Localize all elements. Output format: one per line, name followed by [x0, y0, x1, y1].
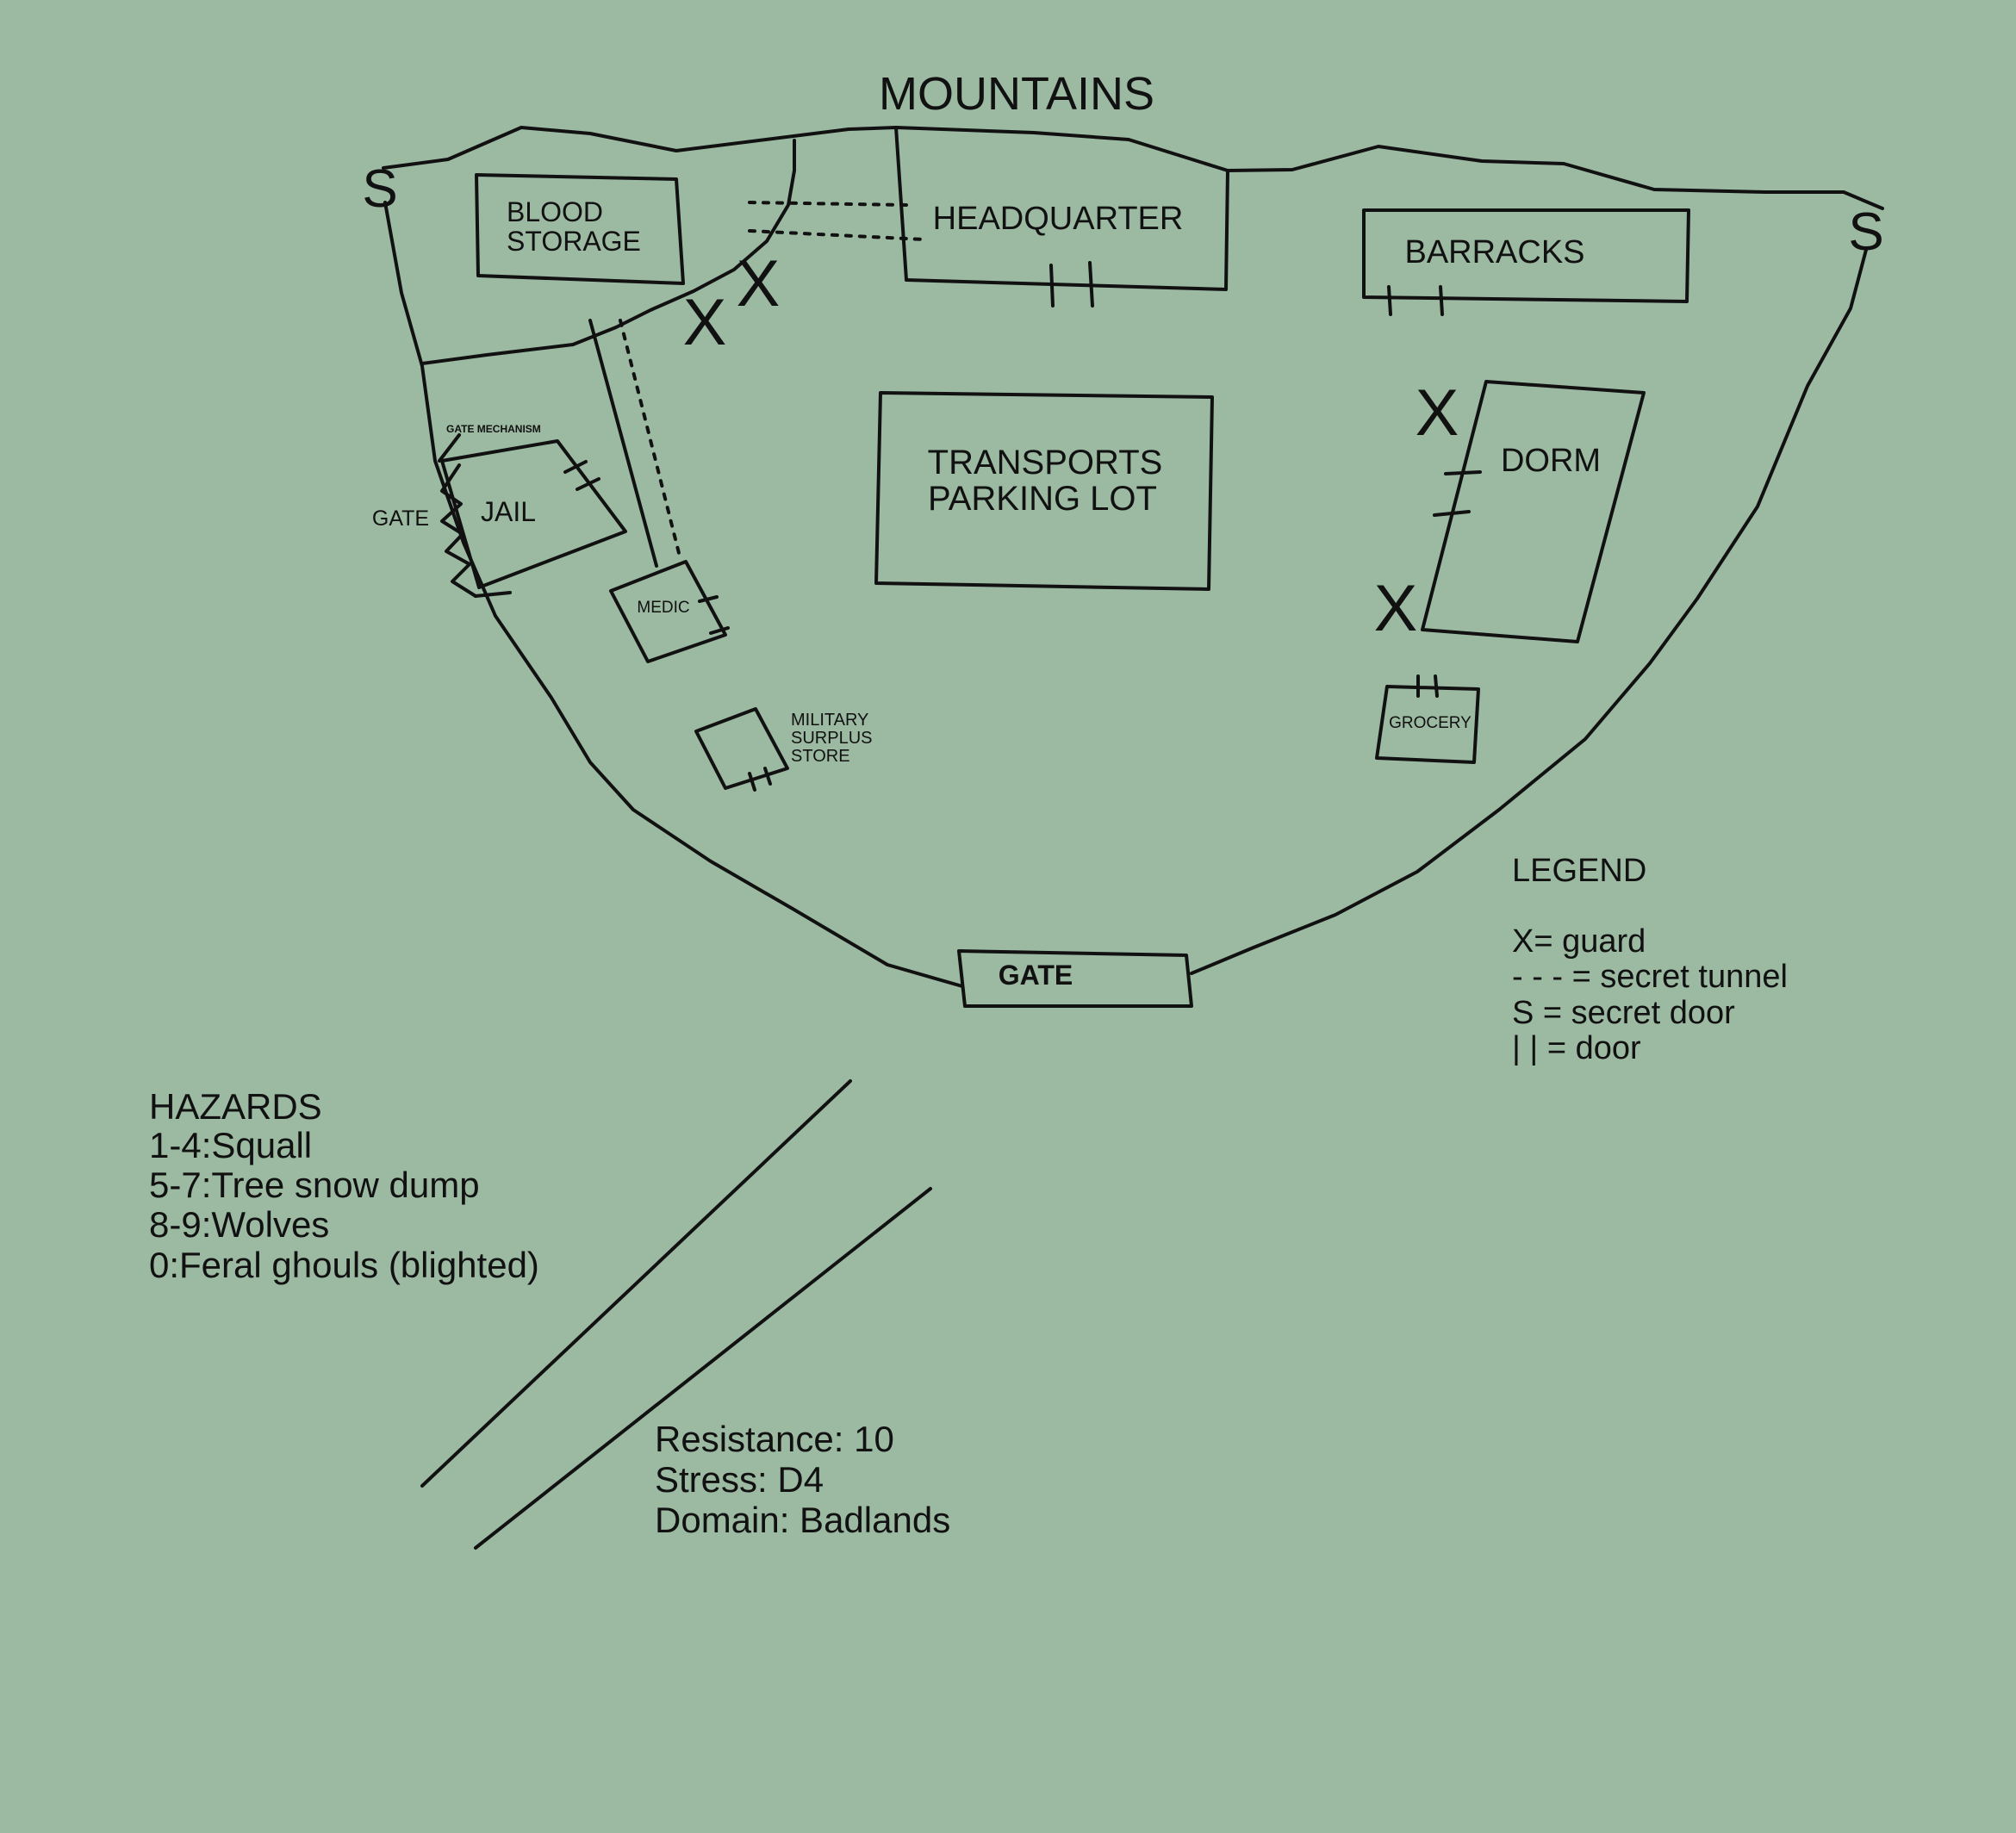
hazards-title: HAZARDS	[149, 1086, 322, 1127]
region-stats: Resistance: 10 Stress: D4 Domain: Badlan…	[655, 1419, 950, 1540]
blood-storage-label-line-2: STORAGE	[507, 226, 641, 257]
barracks-label: BARRACKS	[1404, 234, 1584, 270]
headquarter-building	[905, 169, 1229, 291]
secret-door-marker: S	[1848, 202, 1883, 262]
hazard-item: 1-4:Squall	[149, 1125, 312, 1165]
blood-storage-wall-curve	[571, 139, 796, 346]
medic-label: MEDIC	[637, 599, 689, 617]
side-gate-post-bottom	[474, 591, 512, 598]
door-dorm	[1433, 470, 1482, 517]
military-surplus-store	[694, 707, 789, 790]
door-headquarter	[1049, 261, 1094, 308]
military-surplus-label-line-2: SURPLUS	[791, 729, 872, 748]
barracks-building	[1362, 208, 1690, 303]
grocery-building	[1375, 685, 1480, 764]
dorm-label: DORM	[1501, 443, 1601, 479]
outer-wall-right	[1190, 248, 1868, 975]
outer-wall-left	[383, 201, 964, 988]
hazard-item: 5-7:Tree snow dump	[149, 1165, 480, 1205]
grocery-label: GROCERY	[1389, 714, 1472, 732]
road-line-south	[474, 1187, 932, 1550]
legend-item: S = secret door	[1512, 995, 1735, 1031]
headquarter-label: HEADQUARTER	[933, 201, 1184, 237]
medic-corridor-wall	[588, 319, 658, 568]
guard-marker: X	[683, 286, 727, 359]
door-medic	[698, 595, 730, 635]
secret-tunnel-medic	[619, 319, 682, 562]
legend: LEGEND X= guard - - - = secret tunnel S …	[1512, 853, 1788, 1066]
legend-item: | | = door	[1512, 1030, 1641, 1066]
guard-marker: X	[1416, 376, 1459, 450]
door-military-surplus	[748, 767, 772, 792]
guard-marker: X	[1374, 572, 1418, 645]
door-barracks	[1387, 285, 1444, 316]
hazard-item: 8-9:Wolves	[149, 1204, 329, 1245]
blood-storage-building	[475, 173, 685, 285]
military-surplus-label-line-1: MILITARY	[791, 711, 868, 730]
mountains-label: MOUNTAINS	[879, 68, 1154, 120]
main-gate-building	[957, 949, 1193, 1008]
mountain-ridge	[382, 126, 1884, 210]
transports-label-line-2: PARKING LOT	[928, 480, 1157, 518]
legend-item: X= guard	[1512, 923, 1646, 960]
road-line-north	[420, 1079, 852, 1488]
secret-tunnel-upper	[748, 201, 908, 207]
jail-label: JAIL	[481, 496, 536, 527]
interior-wall-horizontal	[420, 343, 575, 365]
transports-label-line-1: TRANSPORTS	[928, 444, 1163, 482]
stat-domain: Domain: Badlands	[655, 1500, 950, 1540]
side-gate-zigzag	[440, 463, 477, 598]
guard-marker: X	[737, 247, 781, 320]
stat-resistance: Resistance: 10	[655, 1419, 894, 1459]
legend-title: LEGEND	[1512, 853, 1646, 889]
legend-item: - - - = secret tunnel	[1512, 959, 1788, 995]
transports-parking-lot	[874, 391, 1214, 591]
secret-door-marker: S	[362, 159, 397, 219]
gate-mechanism-label: GATE MECHANISM	[446, 423, 541, 435]
hazards-table: HAZARDS 1-4:Squall 5-7:Tree snow dump 8-…	[149, 1086, 539, 1285]
door-jail	[563, 460, 600, 491]
secret-tunnel-lower	[748, 229, 925, 241]
door-grocery	[1416, 674, 1439, 698]
blood-storage-label-line-1: BLOOD	[507, 196, 603, 227]
stat-stress: Stress: D4	[655, 1459, 824, 1500]
main-gate-label: GATE	[999, 960, 1073, 991]
military-surplus-label-line-3: STORE	[791, 747, 850, 766]
jail-building	[440, 439, 627, 589]
hazard-item: 0:Feral ghouls (blighted)	[149, 1245, 539, 1285]
dorm-building	[1421, 380, 1646, 643]
medic-building	[609, 560, 727, 663]
side-gate-post-top	[438, 433, 461, 463]
side-gate-label: GATE	[372, 506, 429, 531]
